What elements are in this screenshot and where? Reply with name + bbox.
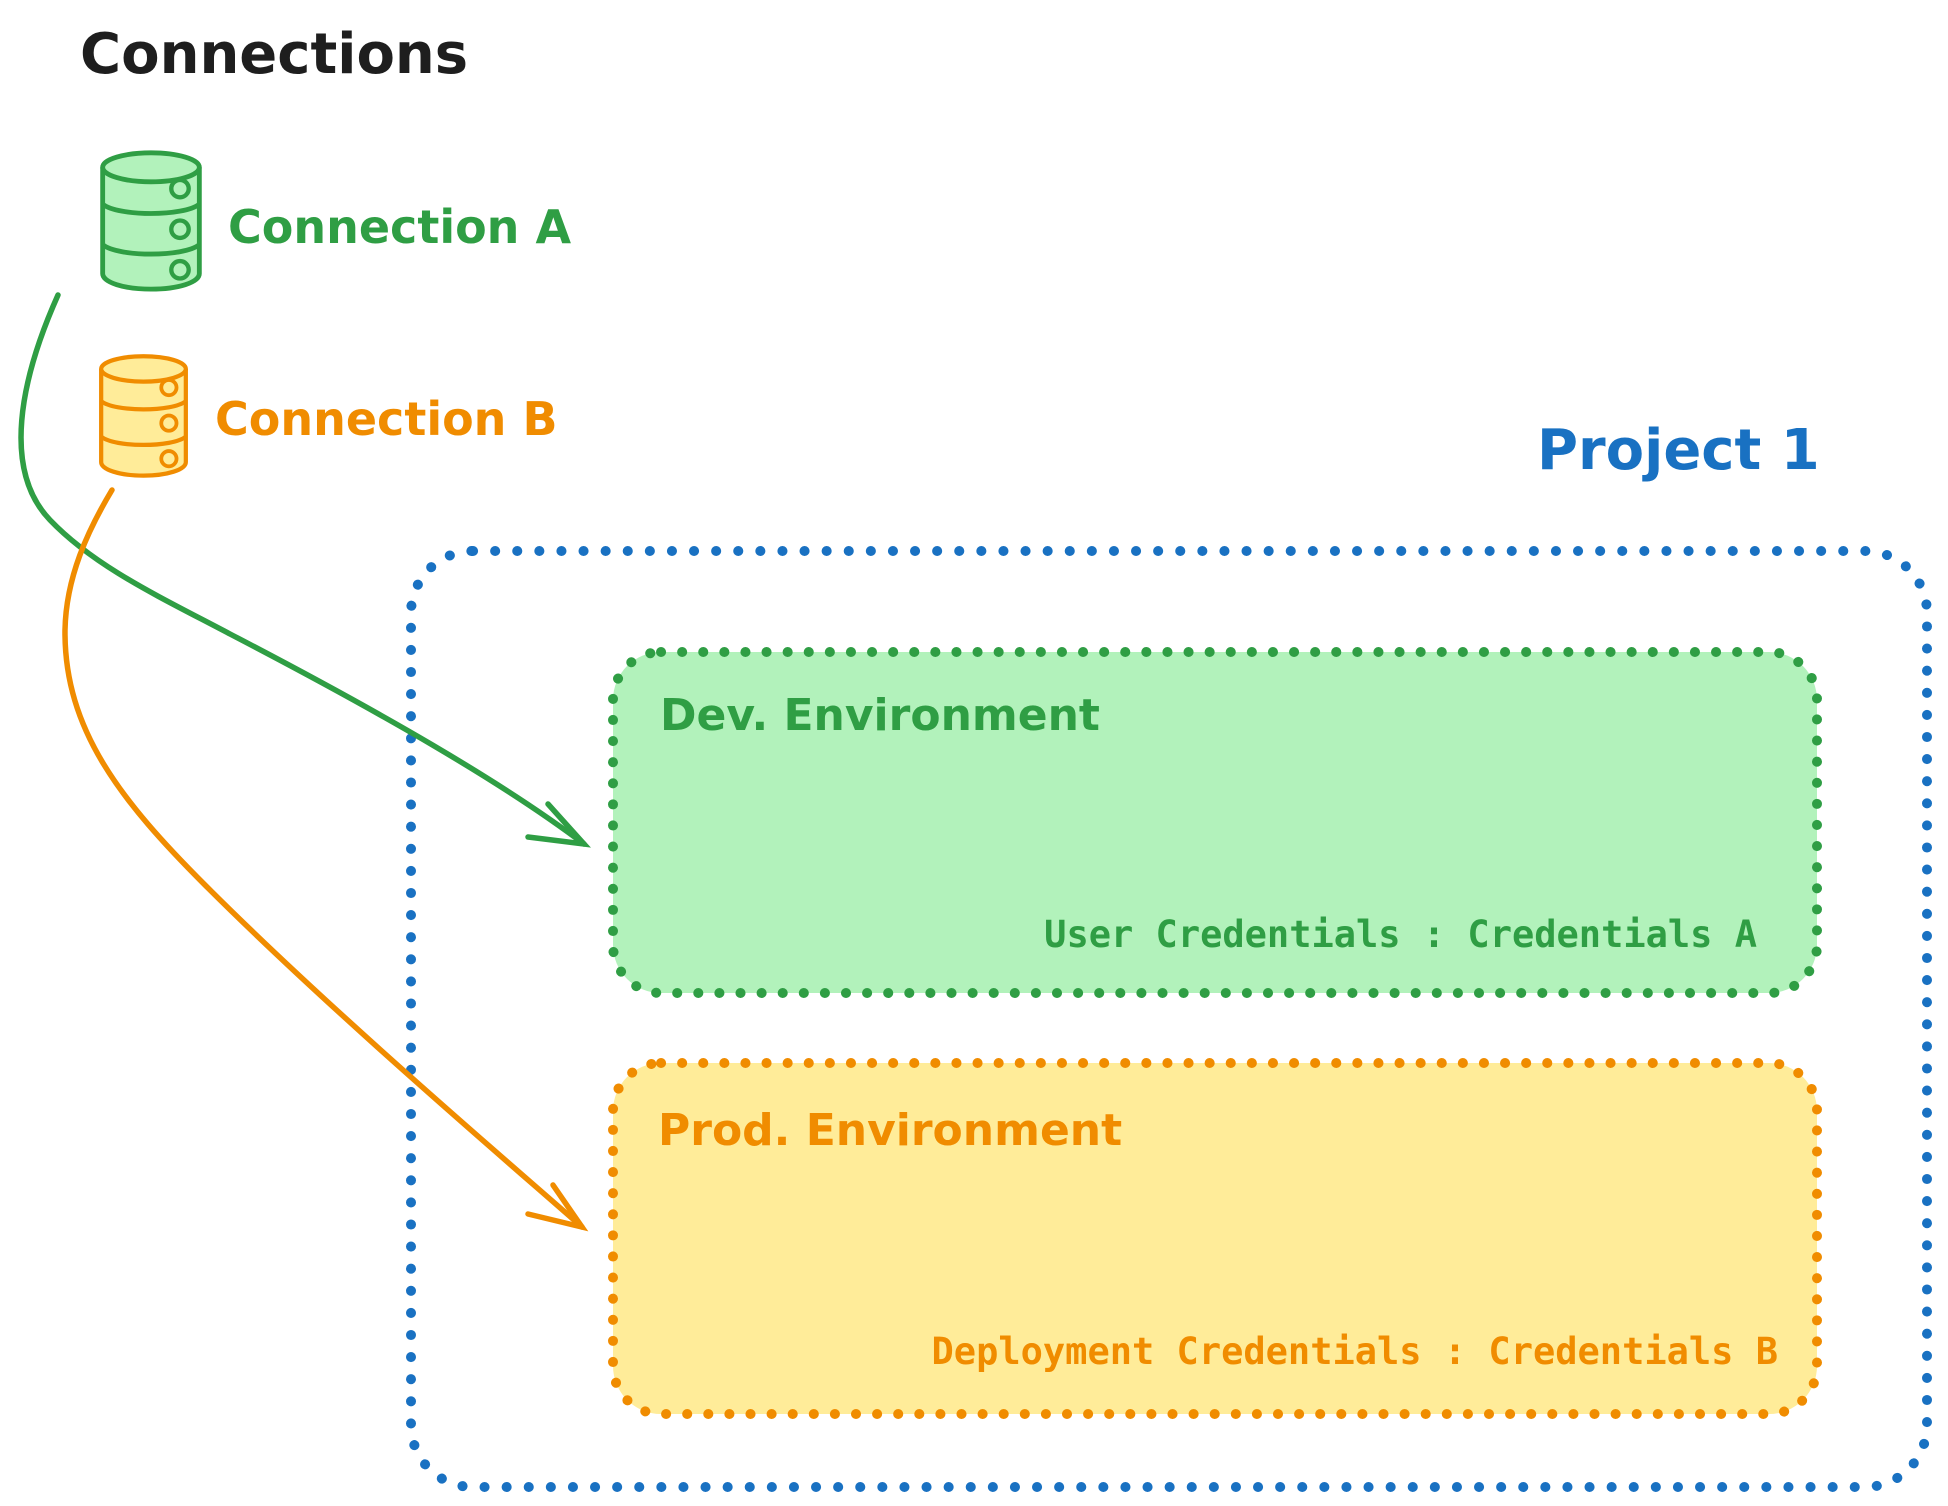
arrow-connection-b-to-prod-environment bbox=[62, 487, 589, 1232]
prod-environment-credentials: Deployment Credentials : Credentials B bbox=[931, 1330, 1778, 1373]
connection-b-label: Connection B bbox=[215, 392, 558, 446]
arrow-connection-a-to-dev-environment bbox=[18, 292, 591, 848]
prod-environment-box bbox=[608, 1058, 1822, 1419]
database-icon-connection-a bbox=[103, 153, 200, 289]
project-box bbox=[406, 546, 1932, 1492]
prod-environment-title: Prod. Environment bbox=[658, 1105, 1123, 1156]
database-icon-connection-b bbox=[101, 356, 186, 475]
diagram-title: Connections bbox=[80, 22, 469, 87]
dev-environment-title: Dev. Environment bbox=[660, 690, 1100, 741]
project-title: Project 1 bbox=[1537, 418, 1820, 483]
dev-environment-box bbox=[608, 647, 1822, 998]
connection-a-label: Connection A bbox=[228, 200, 572, 254]
dev-environment-credentials: User Credentials : Credentials A bbox=[1044, 913, 1757, 956]
